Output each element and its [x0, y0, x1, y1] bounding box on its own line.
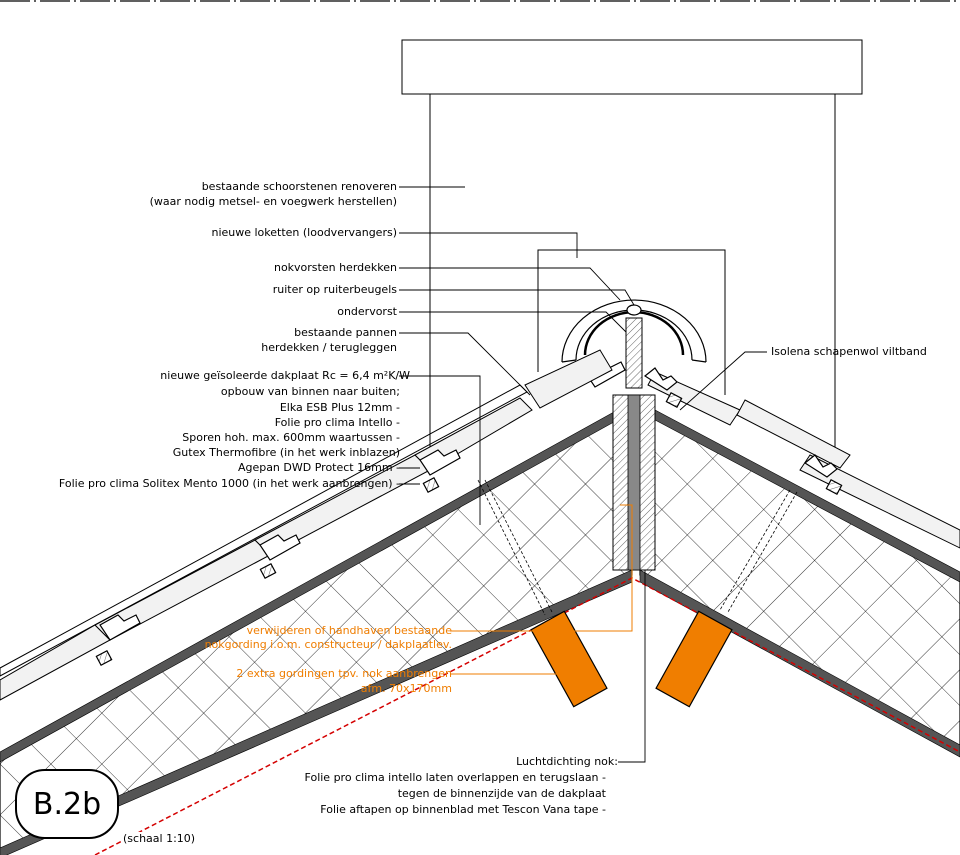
- label-chimney-1: bestaande schoorstenen renoveren: [201, 180, 397, 193]
- roof-slab-left: [0, 401, 633, 855]
- label-roof-panel-6: Gutex Thermofibre (in het werk inblazen): [172, 446, 400, 459]
- scale-label: (schaal 1:10): [121, 832, 198, 846]
- label-airtight-4: Folie aftapen op binnenblad met Tescon V…: [320, 803, 606, 816]
- label-ridge-caps: nokvorsten herdekken: [273, 261, 397, 274]
- dashed-guides: [477, 479, 798, 616]
- label-extra-purlins-1: 2 extra gordingen tpv. nok aanbrengen: [236, 667, 452, 680]
- leader-lines: [399, 186, 767, 763]
- label-chimney-2: (waar nodig metsel- en voegwerk herstell…: [149, 195, 397, 208]
- tile-clips-right: [643, 367, 843, 496]
- label-under-ridge: ondervorst: [337, 305, 397, 318]
- label-roof-panel-7: Agepan DWD Protect 16mm -: [237, 461, 400, 474]
- label-tiles-1: bestaande pannen: [294, 326, 397, 339]
- label-airtight-1: Luchtdichting nok:: [516, 755, 618, 768]
- label-roof-panel-8: Folie pro clima Solitex Mento 1000 (in h…: [58, 477, 400, 490]
- label-wool-band: Isolena schapenwol viltband: [771, 345, 927, 358]
- label-roof-panel-1: nieuwe geïsoleerde dakplaat Rc = 6,4 m²K…: [160, 369, 410, 382]
- purlins: [530, 610, 733, 708]
- ridge-post: [612, 317, 656, 571]
- ridge-tile-left: [524, 349, 613, 409]
- orange-leader-lines: [450, 504, 633, 675]
- label-roof-panel-5: Sporen hoh. max. 600mm waartussen -: [182, 431, 400, 444]
- label-tiles-2: herdekken / terugleggen: [261, 341, 397, 354]
- lead-flashing: [537, 249, 726, 395]
- label-airtight-3: tegen de binnenzijde van de dakplaat: [397, 787, 606, 800]
- label-ridge-rider: ruiter op ruiterbeugels: [272, 283, 397, 296]
- label-airtight-2: Folie pro clima intello laten overlappen…: [304, 771, 606, 784]
- label-ridge-purlin-1: verwijderen of handhaven bestaande: [246, 624, 452, 637]
- ridge-cap: [561, 299, 707, 363]
- label-roof-panel-2: opbouw van binnen naar buiten;: [220, 385, 400, 398]
- roof-slab-right: [639, 401, 960, 758]
- label-roof-panel-3: Elka ESB Plus 12mm -: [279, 401, 400, 414]
- label-roof-panel-4: Folie pro clima Intello -: [274, 416, 400, 429]
- label-lead-flashing: nieuwe loketten (loodvervangers): [211, 226, 397, 239]
- label-extra-purlins-2: afm. 70x170mm: [360, 682, 452, 695]
- tile-clips-left: [95, 361, 626, 667]
- label-ridge-purlin-2: nokgording i.o.m. constructeur / dakplaa…: [204, 638, 452, 651]
- detail-badge: B.2b: [15, 769, 119, 839]
- chimney: [401, 39, 863, 480]
